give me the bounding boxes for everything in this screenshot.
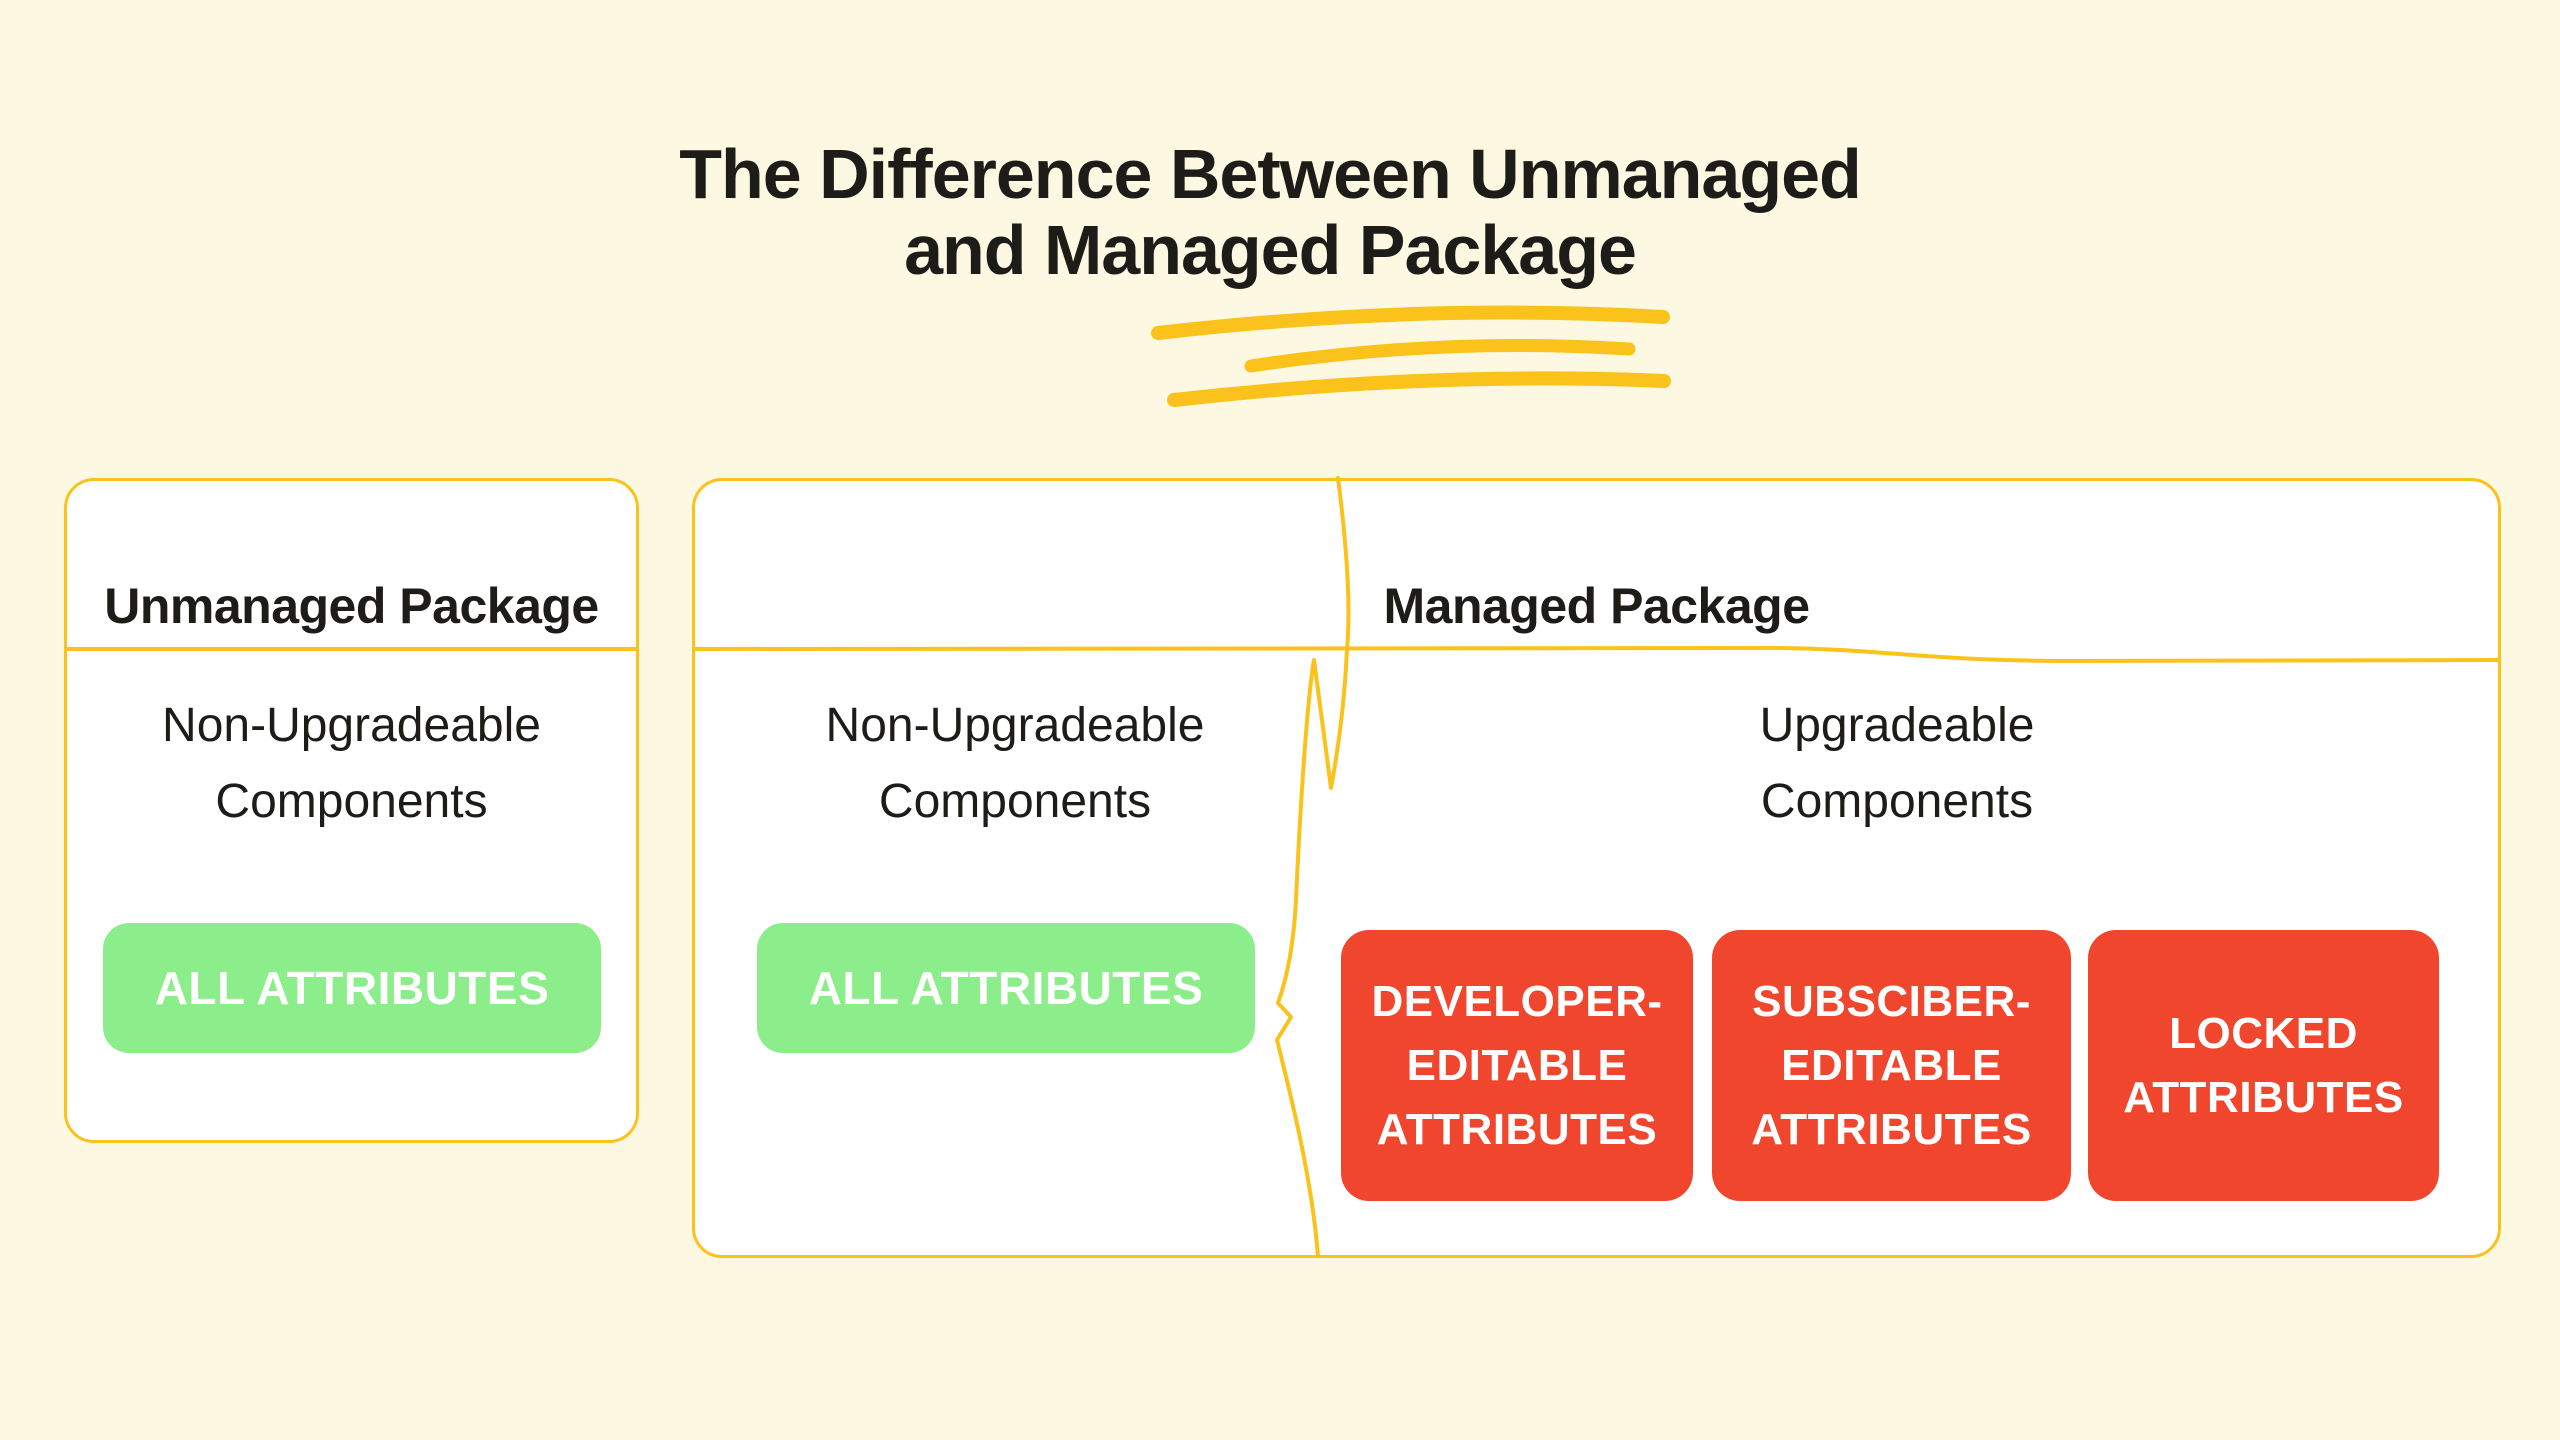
managed-package-card-header: Managed Package (695, 481, 2498, 651)
unmanaged-all-attributes-label: ALL ATTRIBUTES (154, 962, 550, 1014)
unmanaged-section-heading-line1: Non-Upgradeable (162, 699, 541, 752)
unmanaged-section-heading-line2: Components (215, 775, 488, 828)
subscriber-editable-attributes-pill: SUBSCIBER- EDITABLE ATTRIBUTES (1712, 930, 2071, 1201)
title-underline-scribble-icon (1151, 305, 1671, 407)
unmanaged-package-card: Unmanaged Package Non-Upgradeable Compon… (64, 478, 639, 1143)
subscriber-editable-line2: EDITABLE (1781, 1040, 2002, 1090)
managed-all-attributes-label: ALL ATTRIBUTES (808, 962, 1204, 1014)
managed-upgradeable-heading-line1: Upgradeable (1759, 699, 2035, 752)
managed-upgradeable-heading-line2: Components (1760, 775, 2034, 828)
unmanaged-section-heading: Non-Upgradeable Components (67, 688, 636, 840)
developer-editable-line3: ATTRIBUTES (1376, 1104, 1658, 1154)
managed-upgradeable-heading: Upgradeable Components (1315, 688, 2479, 840)
managed-non-upgradeable-heading: Non-Upgradeable Components (695, 688, 1335, 840)
unmanaged-all-attributes-pill: ALL ATTRIBUTES (103, 923, 601, 1053)
page-title-line1: The Difference Between Unmanaged (679, 135, 1862, 213)
unmanaged-package-card-title: Unmanaged Package (104, 578, 599, 634)
locked-attributes-line1: LOCKED (2169, 1008, 2358, 1058)
page-title-line2: and Managed Package (904, 211, 1637, 289)
locked-attributes-pill: LOCKED ATTRIBUTES (2088, 930, 2439, 1201)
managed-non-upgradeable-heading-line2: Components (878, 775, 1152, 828)
unmanaged-package-card-header: Unmanaged Package (67, 481, 636, 651)
developer-editable-line1: DEVELOPER- (1371, 976, 1663, 1026)
subscriber-editable-line3: ATTRIBUTES (1751, 1104, 2032, 1154)
managed-non-upgradeable-heading-line1: Non-Upgradeable (825, 699, 1205, 752)
managed-package-card: Managed Package Non-Upgradeable Componen… (692, 478, 2501, 1258)
page-title: The Difference Between Unmanaged and Man… (0, 136, 2540, 288)
managed-package-card-title: Managed Package (1383, 578, 1810, 634)
subscriber-editable-line1: SUBSCIBER- (1752, 976, 2031, 1026)
managed-all-attributes-pill: ALL ATTRIBUTES (757, 923, 1255, 1053)
locked-attributes-line2: ATTRIBUTES (2123, 1072, 2404, 1122)
developer-editable-attributes-pill: DEVELOPER- EDITABLE ATTRIBUTES (1341, 930, 1693, 1201)
developer-editable-line2: EDITABLE (1406, 1040, 1628, 1090)
